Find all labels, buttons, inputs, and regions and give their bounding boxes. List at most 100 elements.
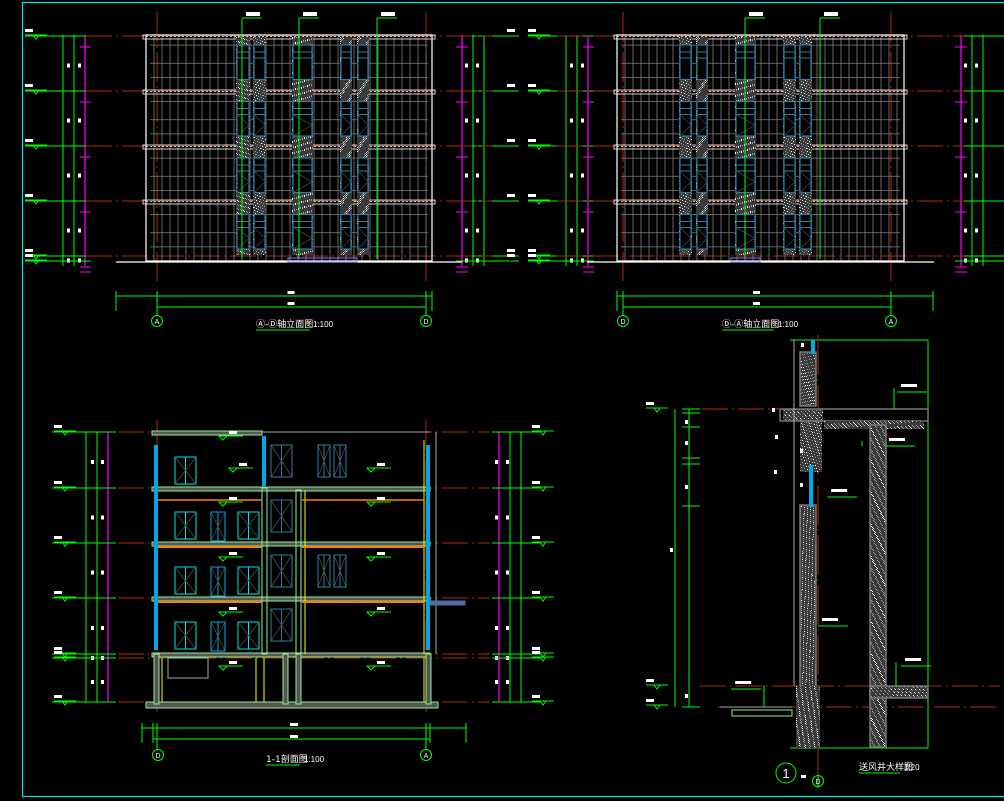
hatch-dot — [294, 210, 295, 211]
hatch-dot — [742, 202, 743, 203]
slab-hatch — [382, 201, 384, 202]
hatch-dot — [754, 96, 755, 97]
slab-hatch — [174, 201, 176, 202]
hatch-dot — [360, 200, 361, 201]
slab-hatch — [370, 91, 372, 92]
hatch-dot — [687, 97, 688, 98]
hatch-dot — [697, 202, 698, 203]
hatch-dot — [295, 146, 296, 147]
hatch-dot — [697, 40, 698, 41]
hatch-dot — [366, 98, 367, 99]
hatch-dot — [236, 137, 237, 138]
hatch-dot — [736, 250, 737, 251]
slab-hatch — [769, 36, 771, 37]
hatch-dot — [740, 88, 741, 89]
hatch-dot — [351, 98, 352, 99]
slab-hatch — [170, 146, 172, 147]
window-column — [357, 37, 369, 255]
hatch-dot — [698, 203, 699, 204]
hatch-dot — [364, 154, 365, 155]
slab-hatch — [274, 146, 276, 147]
window-opening-icon — [340, 114, 352, 137]
hatch-dot — [254, 199, 255, 200]
slab-hatch — [629, 146, 631, 147]
hatch-dot — [302, 196, 303, 197]
slab-hatch — [649, 146, 651, 147]
hatch-dot — [249, 82, 250, 83]
callout-text — [246, 12, 260, 16]
slab-hatch — [693, 91, 695, 92]
hatch-dot — [257, 90, 258, 91]
hatch-dot — [690, 198, 691, 199]
hatch-dot — [348, 99, 349, 100]
slab-hatch — [649, 36, 651, 37]
hatch-dot — [243, 148, 244, 149]
hatch-dot — [747, 80, 748, 81]
hatch-dot — [366, 206, 367, 207]
hatch-dot — [344, 141, 345, 142]
hatch-dot — [359, 91, 360, 92]
slab-hatch — [837, 91, 839, 92]
window-opening-icon — [696, 114, 708, 137]
hatch-dot — [309, 153, 310, 154]
hatch-dot — [253, 99, 254, 100]
hatch-dot — [246, 89, 247, 90]
slab-hatch — [801, 36, 803, 37]
slab-hatch — [222, 146, 224, 147]
hatch-dot — [679, 83, 680, 84]
dim-text — [67, 173, 70, 178]
hatch-dot — [301, 156, 302, 157]
hatch-dot — [260, 207, 261, 208]
hatch-dot — [687, 140, 688, 141]
slab-hatch — [889, 91, 891, 92]
hatch-dot — [743, 139, 744, 140]
hatch-dot — [264, 144, 265, 145]
hatch-dot — [753, 90, 754, 91]
slab-hatch — [745, 36, 747, 37]
hatch-dot — [687, 210, 688, 211]
floor-slab — [142, 89, 436, 95]
level-text — [25, 139, 33, 142]
slab-hatch — [721, 146, 723, 147]
hatch-dot — [262, 251, 263, 252]
hatch-dot — [688, 143, 689, 144]
hatch-dot — [358, 38, 359, 39]
slab-hatch — [641, 36, 643, 37]
slab-hatch — [150, 36, 152, 37]
slab-hatch — [234, 91, 236, 92]
hatch-dot — [754, 210, 755, 211]
hatch-dot — [740, 145, 741, 146]
hatch-dot — [301, 98, 302, 99]
hatch-dot — [340, 147, 341, 148]
hatch-dot — [685, 212, 686, 213]
hatch-dot — [691, 150, 692, 151]
hatch-dot — [341, 202, 342, 203]
slab-hatch — [777, 146, 779, 147]
hatch-dot — [297, 99, 298, 100]
hatch-dot — [301, 213, 302, 214]
slab-hatch — [717, 201, 719, 202]
slab-hatch — [182, 146, 184, 147]
slab-hatch — [266, 36, 268, 37]
hatch-dot — [347, 138, 348, 139]
hatch-dot — [347, 154, 348, 155]
hatch-dot — [700, 213, 701, 214]
hatch-dot — [345, 250, 346, 251]
hatch-dot — [746, 144, 747, 145]
hatch-dot — [309, 199, 310, 200]
slab-hatch — [653, 91, 655, 92]
slab-hatch — [278, 36, 280, 37]
hatch-dot — [310, 148, 311, 149]
hatch-dot — [264, 42, 265, 43]
hatch-dot — [701, 194, 702, 195]
hatch-dot — [682, 251, 683, 252]
slab-hatch — [234, 146, 236, 147]
hatch-dot — [292, 96, 293, 97]
hatch-dot — [368, 40, 369, 41]
hatch-dot — [265, 96, 266, 97]
slab-hatch — [410, 91, 412, 92]
slab-hatch — [893, 36, 895, 37]
hatch-dot — [292, 84, 293, 85]
slab-hatch — [661, 201, 663, 202]
hatch-dot — [345, 212, 346, 213]
